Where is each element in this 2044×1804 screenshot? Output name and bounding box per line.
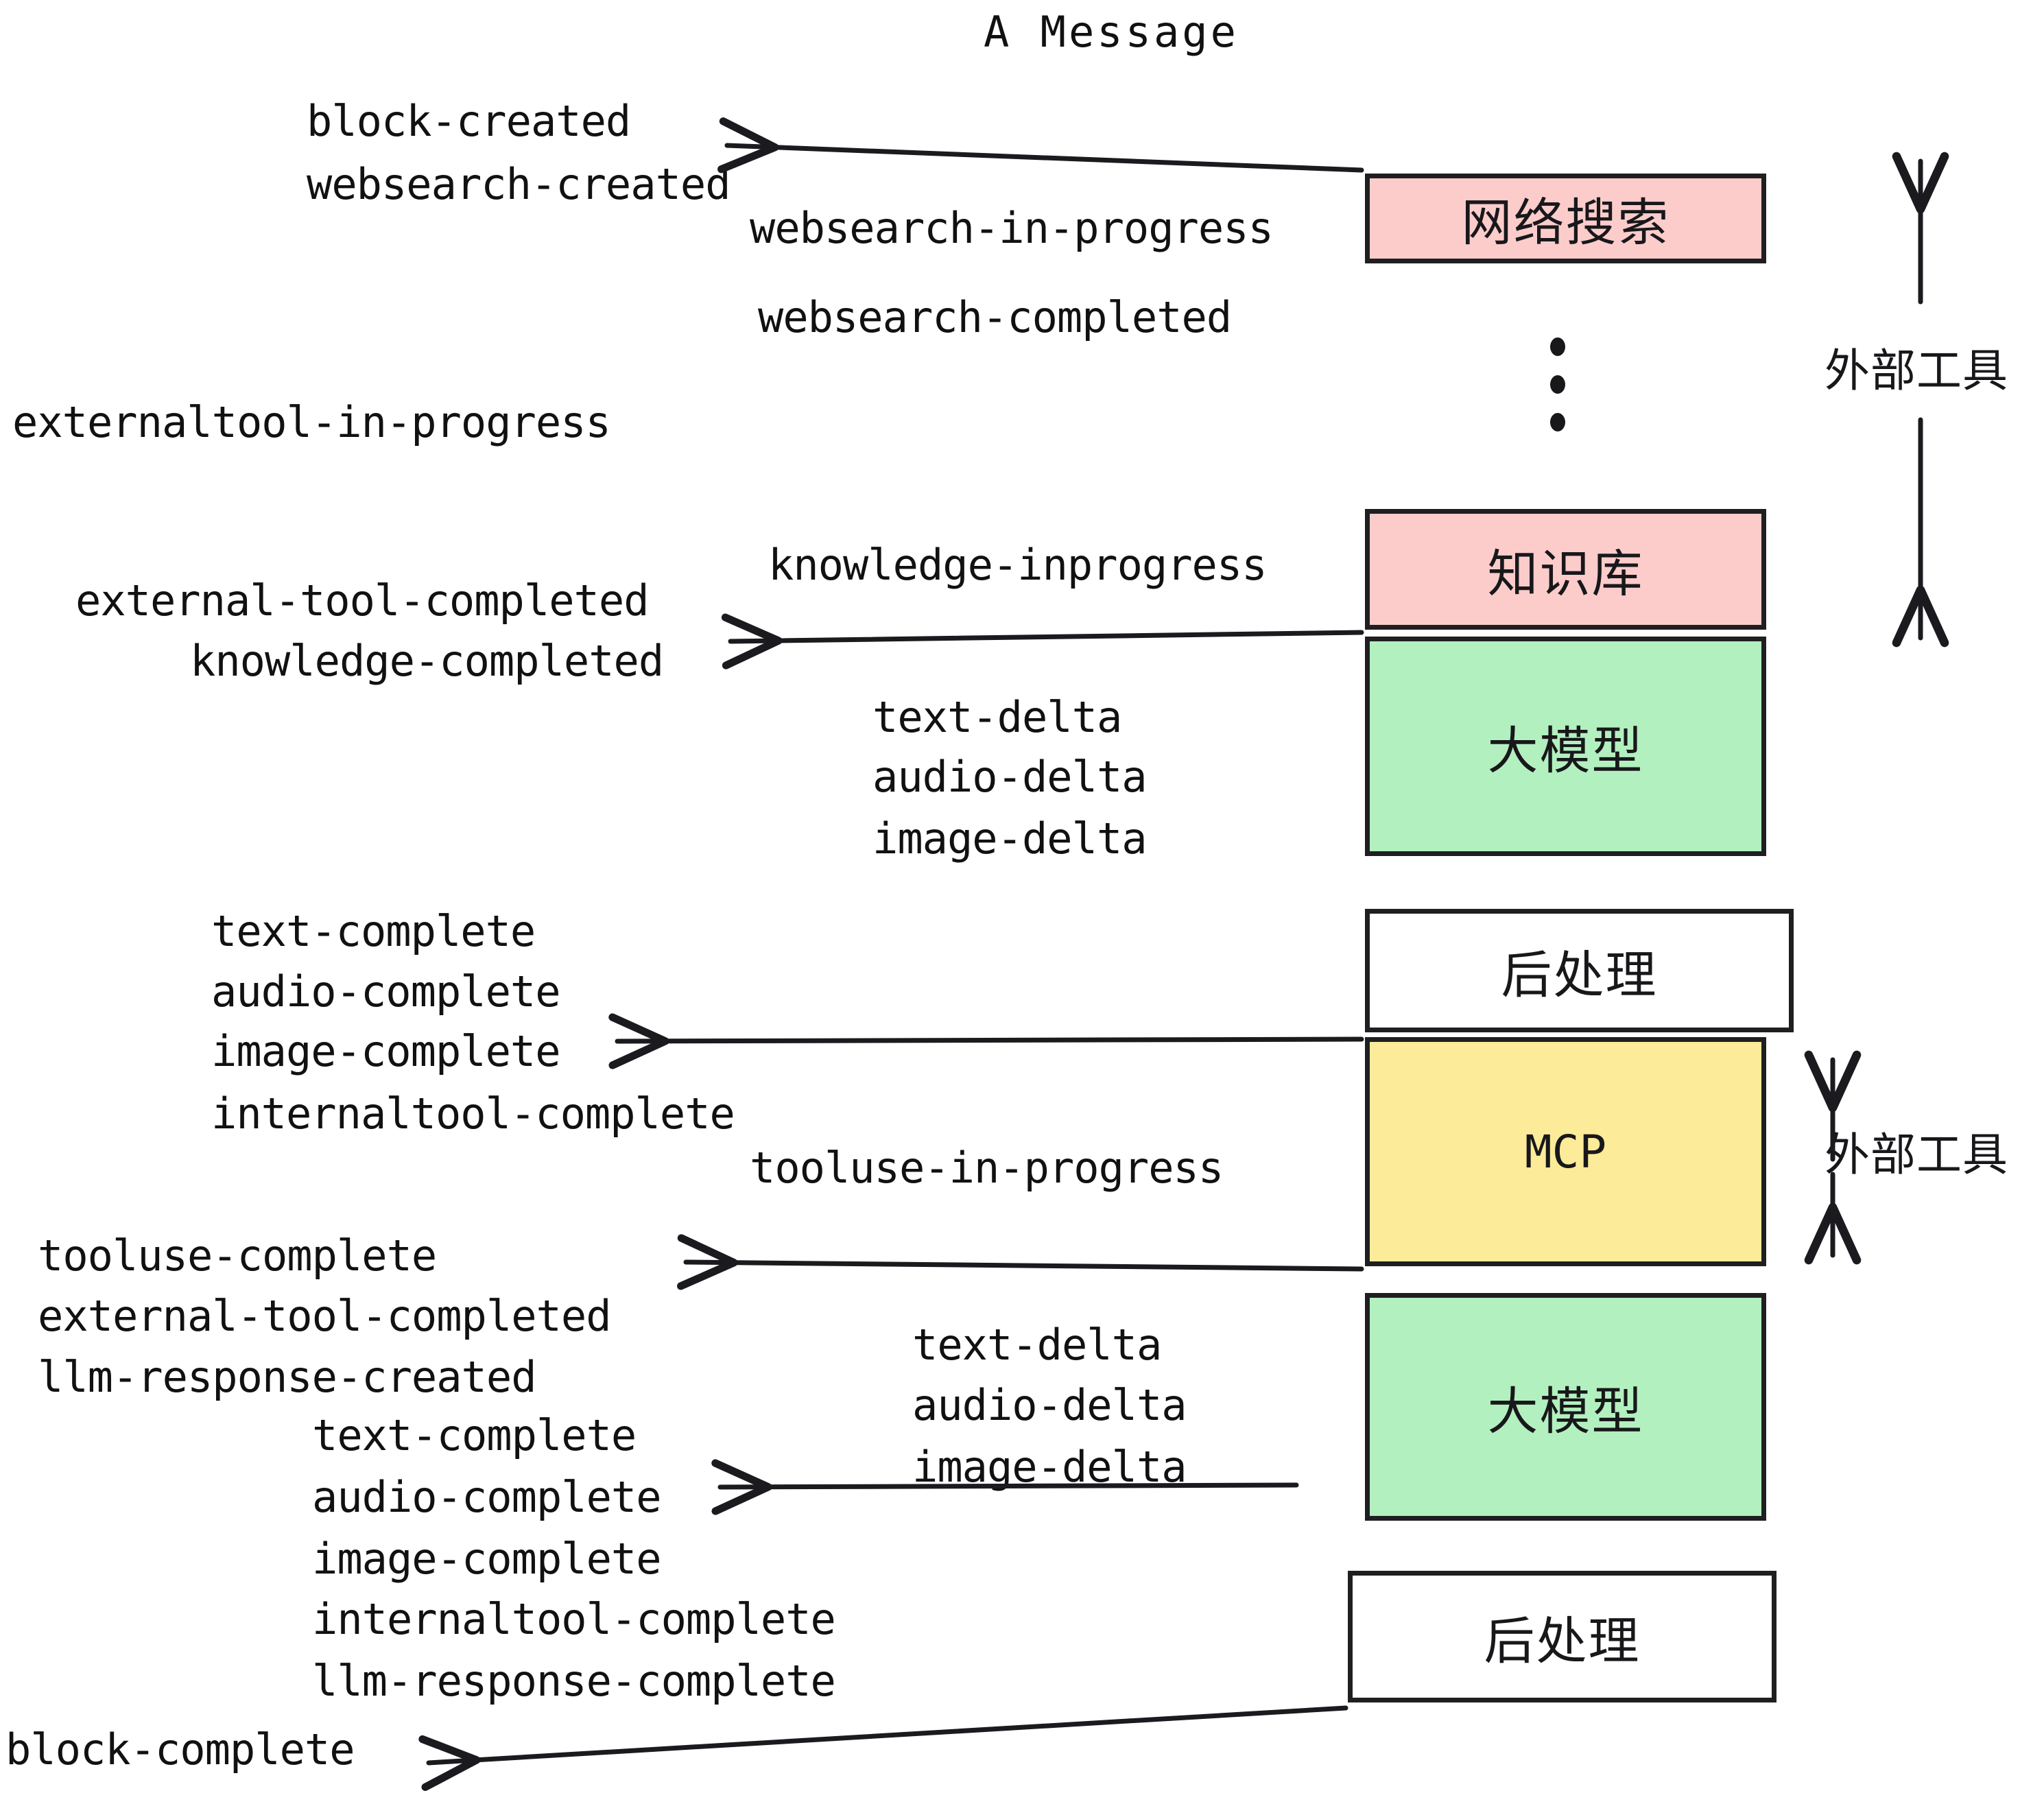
annotation-external-tools-bottom: 外部工具 [1825,1128,2008,1181]
event-tooluse-in-progress: tooluse-in-progress [750,1143,1224,1193]
node-llm-2[interactable]: 大模型 [1365,1293,1766,1521]
event-websearch-in-progress: websearch-in-progress [750,203,1274,253]
event-websearch-created: websearch-created [307,159,731,209]
ellipsis-dot [1550,375,1565,394]
event-llm-response-complete: llm-response-complete [312,1656,836,1706]
ellipsis-dot [1550,413,1565,431]
node-llm-1-label: 大模型 [1487,721,1644,781]
arrow-mcp-to-tooluse-complete [677,1234,1364,1290]
event-knowledge-completed: knowledge-completed [190,636,664,686]
node-llm-1[interactable]: 大模型 [1365,637,1766,856]
arrow-websearch-to-block [717,117,1364,174]
event-llm-response-created: llm-response-created [38,1352,537,1402]
event-image-complete-1: image-complete [211,1026,561,1076]
event-text-complete-1: text-complete [211,906,536,956]
event-internaltool-complete-1: internaltool-complete [211,1089,735,1139]
diagram-title: A Message [984,7,1239,57]
node-postprocess-2-label: 后处理 [1484,1611,1641,1671]
event-text-complete-2: text-complete [312,1410,637,1460]
event-audio-complete-1: audio-complete [211,966,561,1017]
event-image-delta-2: image-delta [912,1442,1187,1492]
event-knowledge-inprogress: knowledge-inprogress [768,540,1268,590]
event-block-complete: block-complete [5,1724,355,1775]
node-mcp-label: MCP [1524,1125,1607,1178]
node-postprocess-2[interactable]: 后处理 [1348,1571,1776,1702]
event-audio-delta-2: audio-delta [912,1380,1187,1430]
event-audio-complete-2: audio-complete [312,1472,662,1522]
arrow-postprocess1-to-image-complete [608,1013,1364,1069]
node-knowledge-base[interactable]: 知识库 [1365,509,1766,630]
event-image-delta-1: image-delta [872,814,1148,864]
event-audio-delta-1: audio-delta [872,752,1148,802]
node-knowledge-base-label: 知识库 [1487,544,1644,604]
event-websearch-completed: websearch-completed [758,292,1232,342]
node-websearch[interactable]: 网络搜索 [1365,174,1766,263]
node-mcp[interactable]: MCP [1365,1037,1766,1266]
event-block-created: block-created [307,96,631,146]
annotation-external-tools-top: 外部工具 [1825,344,2008,397]
event-external-tool-completed-1: external-tool-completed [75,575,650,626]
event-image-complete-2: image-complete [312,1534,662,1584]
vertical-ellipsis [1550,337,1565,431]
arrow-postprocess2-to-block-complete [418,1705,1348,1791]
event-external-tool-completed-2: external-tool-completed [38,1291,612,1341]
event-text-delta-2: text-delta [912,1320,1162,1370]
node-postprocess-1[interactable]: 后处理 [1365,909,1794,1032]
node-llm-2-label: 大模型 [1487,1381,1644,1441]
node-websearch-label: 网络搜索 [1461,193,1670,252]
event-tooluse-complete: tooluse-complete [38,1231,437,1281]
event-internaltool-complete-2: internaltool-complete [312,1594,836,1644]
arrow-knowledge-to-completed [721,613,1364,669]
ellipsis-dot [1550,337,1565,356]
event-text-delta-1: text-delta [872,692,1122,742]
node-postprocess-1-label: 后处理 [1501,945,1658,1005]
event-externaltool-in-progress: externaltool-in-progress [12,397,611,447]
